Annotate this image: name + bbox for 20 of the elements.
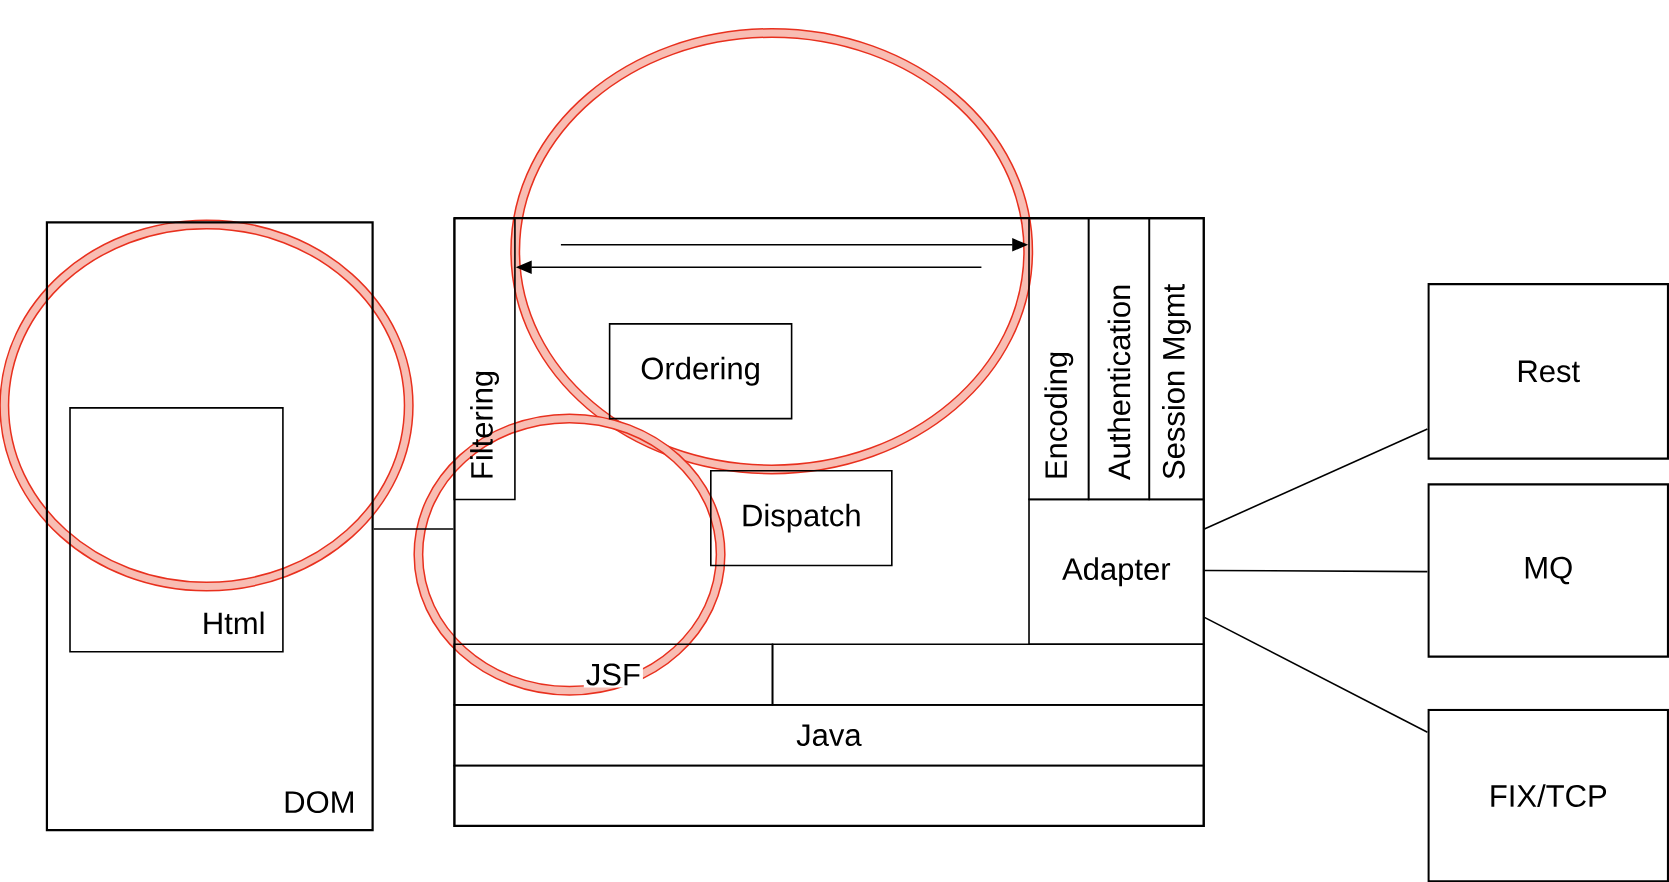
vertical-label-box: Session Mgmt [1148,217,1205,501]
vertical-label-box: Filtering [453,217,516,501]
component-box: Dispatch [710,469,893,567]
connector-line [372,528,455,530]
component-box: JSF [453,643,774,706]
component-box: Java [453,704,1205,767]
container-box: Html [69,407,284,653]
empty-box [771,643,1205,706]
empty-box [453,764,1205,827]
connector-line [1203,616,1429,734]
vertical-label-box: Encoding [1028,217,1090,501]
vertical-label-box: Authentication [1087,217,1151,501]
component-box: FIX/TCP [1427,708,1669,882]
component-box: Adapter [1028,498,1205,645]
component-box: Rest [1427,283,1669,460]
connector-line [1203,428,1429,530]
connector-line [1203,569,1429,573]
component-box: MQ [1427,483,1669,658]
empty-box [453,217,1205,827]
component-box: Ordering [608,323,793,420]
